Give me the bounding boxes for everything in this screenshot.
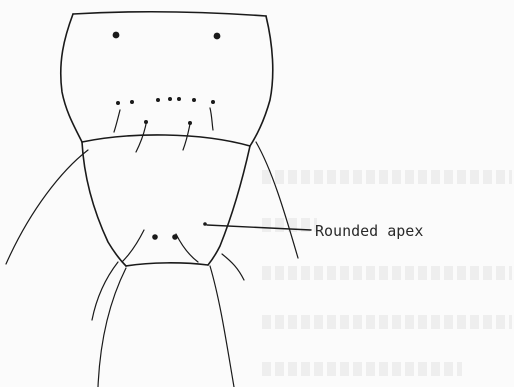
segment-suture bbox=[82, 135, 250, 146]
spot-row bbox=[211, 100, 215, 104]
spot-row bbox=[116, 101, 120, 105]
seta-upper-right bbox=[210, 108, 213, 130]
upper-segment bbox=[61, 12, 273, 146]
upper-segment-top-edge bbox=[73, 12, 266, 16]
apical-segment-rounded-apex bbox=[126, 263, 208, 266]
seta-left-upper bbox=[6, 150, 88, 264]
seta-right-lower bbox=[210, 266, 234, 387]
upper-segment-right-edge bbox=[250, 16, 273, 146]
spot-lower-right bbox=[172, 234, 178, 240]
apical-segment bbox=[82, 142, 250, 266]
apical-segment-right-edge bbox=[208, 146, 250, 265]
spot-row bbox=[144, 120, 148, 124]
apical-segment-left-edge bbox=[82, 142, 126, 266]
spot-row bbox=[168, 97, 172, 101]
seta-left-lower bbox=[98, 268, 126, 387]
setae bbox=[6, 108, 298, 387]
spot-row bbox=[192, 98, 196, 102]
callout-leader-line bbox=[207, 225, 311, 230]
seta-inner-right bbox=[176, 234, 198, 262]
seta-inner-left bbox=[122, 230, 144, 262]
seta-mid-left bbox=[136, 124, 146, 152]
spot-row bbox=[156, 98, 160, 102]
spot-row bbox=[130, 100, 134, 104]
callout-label-rounded-apex: Rounded apex bbox=[315, 222, 423, 240]
callout-anchor-dot bbox=[203, 222, 207, 226]
seta-right-upper bbox=[256, 142, 298, 258]
spot-upper-left bbox=[113, 32, 120, 39]
spot-row bbox=[188, 121, 192, 125]
upper-segment-left-edge bbox=[61, 14, 82, 142]
seta-right-lower-outer bbox=[222, 254, 244, 280]
seta-left-lower-outer bbox=[92, 262, 118, 320]
seta-mid-right bbox=[183, 124, 190, 150]
spot-row bbox=[177, 97, 181, 101]
spot-lower-left bbox=[152, 234, 158, 240]
seta-upper-left bbox=[114, 110, 120, 132]
spot-upper-right bbox=[214, 33, 221, 40]
